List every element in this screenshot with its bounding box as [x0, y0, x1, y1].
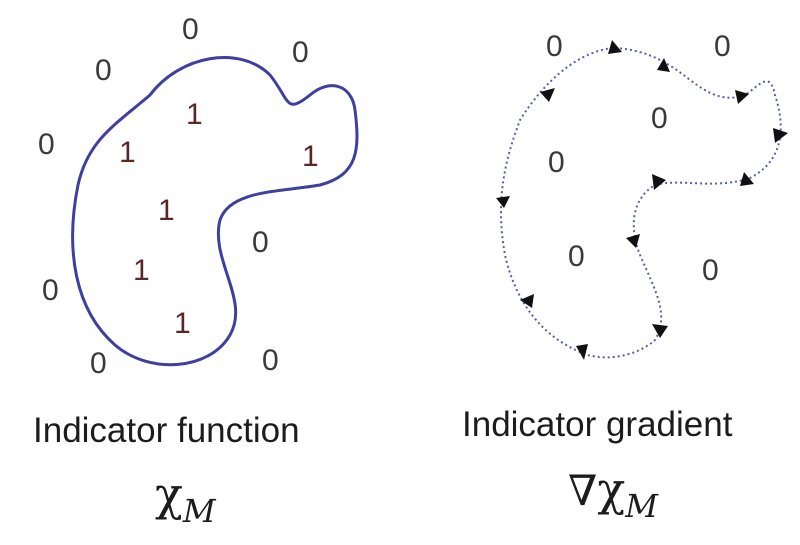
value-1-top: 1 [186, 98, 203, 131]
arrow-lobe-right [773, 128, 788, 143]
value-0-bottom-left: 0 [90, 347, 107, 380]
value-1-lower: 1 [133, 254, 150, 287]
value-0-outer-right: 0 [702, 254, 719, 287]
value-0-inner-upper: 0 [651, 102, 668, 135]
value-0-bottom-right: 0 [262, 344, 279, 377]
value-0-inner-lower: 0 [568, 240, 585, 273]
value-0-upper-left: 0 [95, 54, 112, 87]
grad-chi-m-symbol: ∇χM [568, 462, 659, 525]
chi-symbol: χ [155, 467, 183, 521]
arrow-neck [652, 174, 666, 190]
arrow-lobe-bottom [740, 172, 754, 186]
value-0-left: 0 [38, 128, 55, 161]
value-1-center: 1 [158, 194, 175, 227]
value-0-top-left: 0 [546, 30, 563, 63]
value-1-bottom: 1 [174, 307, 191, 340]
value-1-lobe: 1 [302, 140, 319, 173]
arrow-upper-right [657, 58, 670, 72]
arrow-lower-right [652, 324, 668, 338]
chi-symbol-gradient: χ [597, 462, 625, 516]
value-0-upper-right: 0 [292, 36, 309, 69]
value-0-right: 0 [252, 226, 269, 259]
arrow-left [496, 196, 510, 208]
arrow-left-upper [540, 88, 555, 102]
indicator-gradient-panel: 0 0 0 0 0 0 Indicator gradient ∇χM [462, 30, 788, 525]
value-0-lower-left: 0 [42, 274, 59, 307]
arrow-lower-left [520, 294, 534, 308]
gradient-arrows [496, 40, 788, 360]
dotted-shape-outline [500, 46, 782, 359]
arrow-bottom [576, 344, 588, 360]
subscript-m-gradient: M [624, 487, 659, 525]
nabla-symbol: ∇ [568, 466, 597, 515]
chi-m-symbol: χM [155, 467, 217, 530]
shape-outline [71, 56, 359, 367]
value-0-top: 0 [182, 13, 199, 46]
arrow-top [608, 40, 622, 54]
subscript-m: M [182, 492, 217, 530]
indicator-function-panel: 0 0 0 0 0 0 0 0 1 1 1 1 1 1 Indicator fu… [33, 13, 359, 530]
caption-indicator-function: Indicator function [33, 411, 300, 450]
caption-indicator-gradient: Indicator gradient [462, 405, 733, 444]
value-0-inner-left: 0 [548, 146, 565, 179]
arrow-lobe-top [735, 90, 749, 104]
value-1-left: 1 [119, 136, 136, 169]
value-0-top-right: 0 [714, 30, 731, 63]
arrow-concave [626, 234, 640, 248]
